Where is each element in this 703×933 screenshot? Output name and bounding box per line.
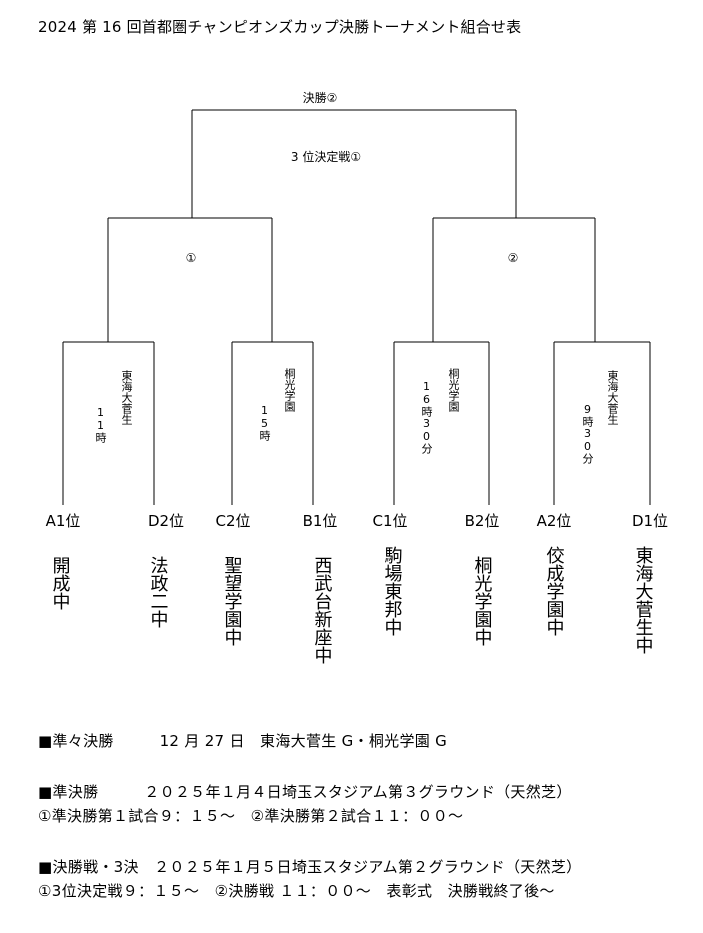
seed-8: D1位 [631,512,669,530]
tournament-bracket [62,109,651,505]
final-label: 決勝② [302,91,338,105]
semi-right-label: ② [507,251,519,265]
qf1-time: 11時 [94,406,107,443]
qf1-venue: 東海大菅生 [120,370,133,425]
qf2-time: 15時 [258,404,271,441]
team-2: 法政二中 [147,556,169,628]
schedule-quarterfinal: ■準々決勝 12 月 27 日 東海大菅生 G・桐光学園 G [38,732,448,750]
schedule-semifinal-venue: ■準決勝 ２０２５年１月４日埼玉スタジアム第３グラウンド（天然芝） [38,783,572,801]
schedule-final-times: ①3位決定戦９：１５～ ②決勝戦 １１：００～ 表彰式 決勝戦終了後～ [38,882,555,900]
qf2-venue: 桐光学園 [283,368,296,412]
qf3-venue: 桐光学園 [447,368,460,412]
qf4-venue: 東海大菅生 [606,370,619,425]
schedule-semifinal-times: ①準決勝第１試合９：１５～ ②準決勝第２試合１１：００～ [38,807,464,825]
schedule-final-venue: ■決勝戦・3決 ２０２５年１月５日埼玉スタジアム第２グラウンド（天然芝） [38,858,582,876]
seed-4: B1位 [302,512,338,530]
semi-left-label: ① [185,251,197,265]
seed-1: A1位 [45,512,81,530]
qf3-time: 16時30分 [420,380,433,454]
seed-2: D2位 [147,512,185,530]
seed-6: B2位 [464,512,500,530]
team-1: 開成中 [49,556,71,610]
team-3: 聖望学園中 [221,556,243,646]
team-4: 西武台新座中 [311,556,333,664]
team-7: 佼成学園中 [543,546,565,636]
seed-3: C2位 [215,512,251,530]
team-5: 駒場東邦中 [381,546,403,636]
team-8: 東海大菅生中 [632,546,654,654]
third-place-label: 3 位決定戦① [290,150,362,164]
seed-7: A2位 [536,512,572,530]
team-6: 桐光学園中 [471,556,493,646]
qf4-time: 9時30分 [581,403,594,464]
page-title: 2024 第 16 回首都圏チャンピオンズカップ決勝トーナメント組合せ表 [38,18,522,36]
seed-5: C1位 [372,512,408,530]
